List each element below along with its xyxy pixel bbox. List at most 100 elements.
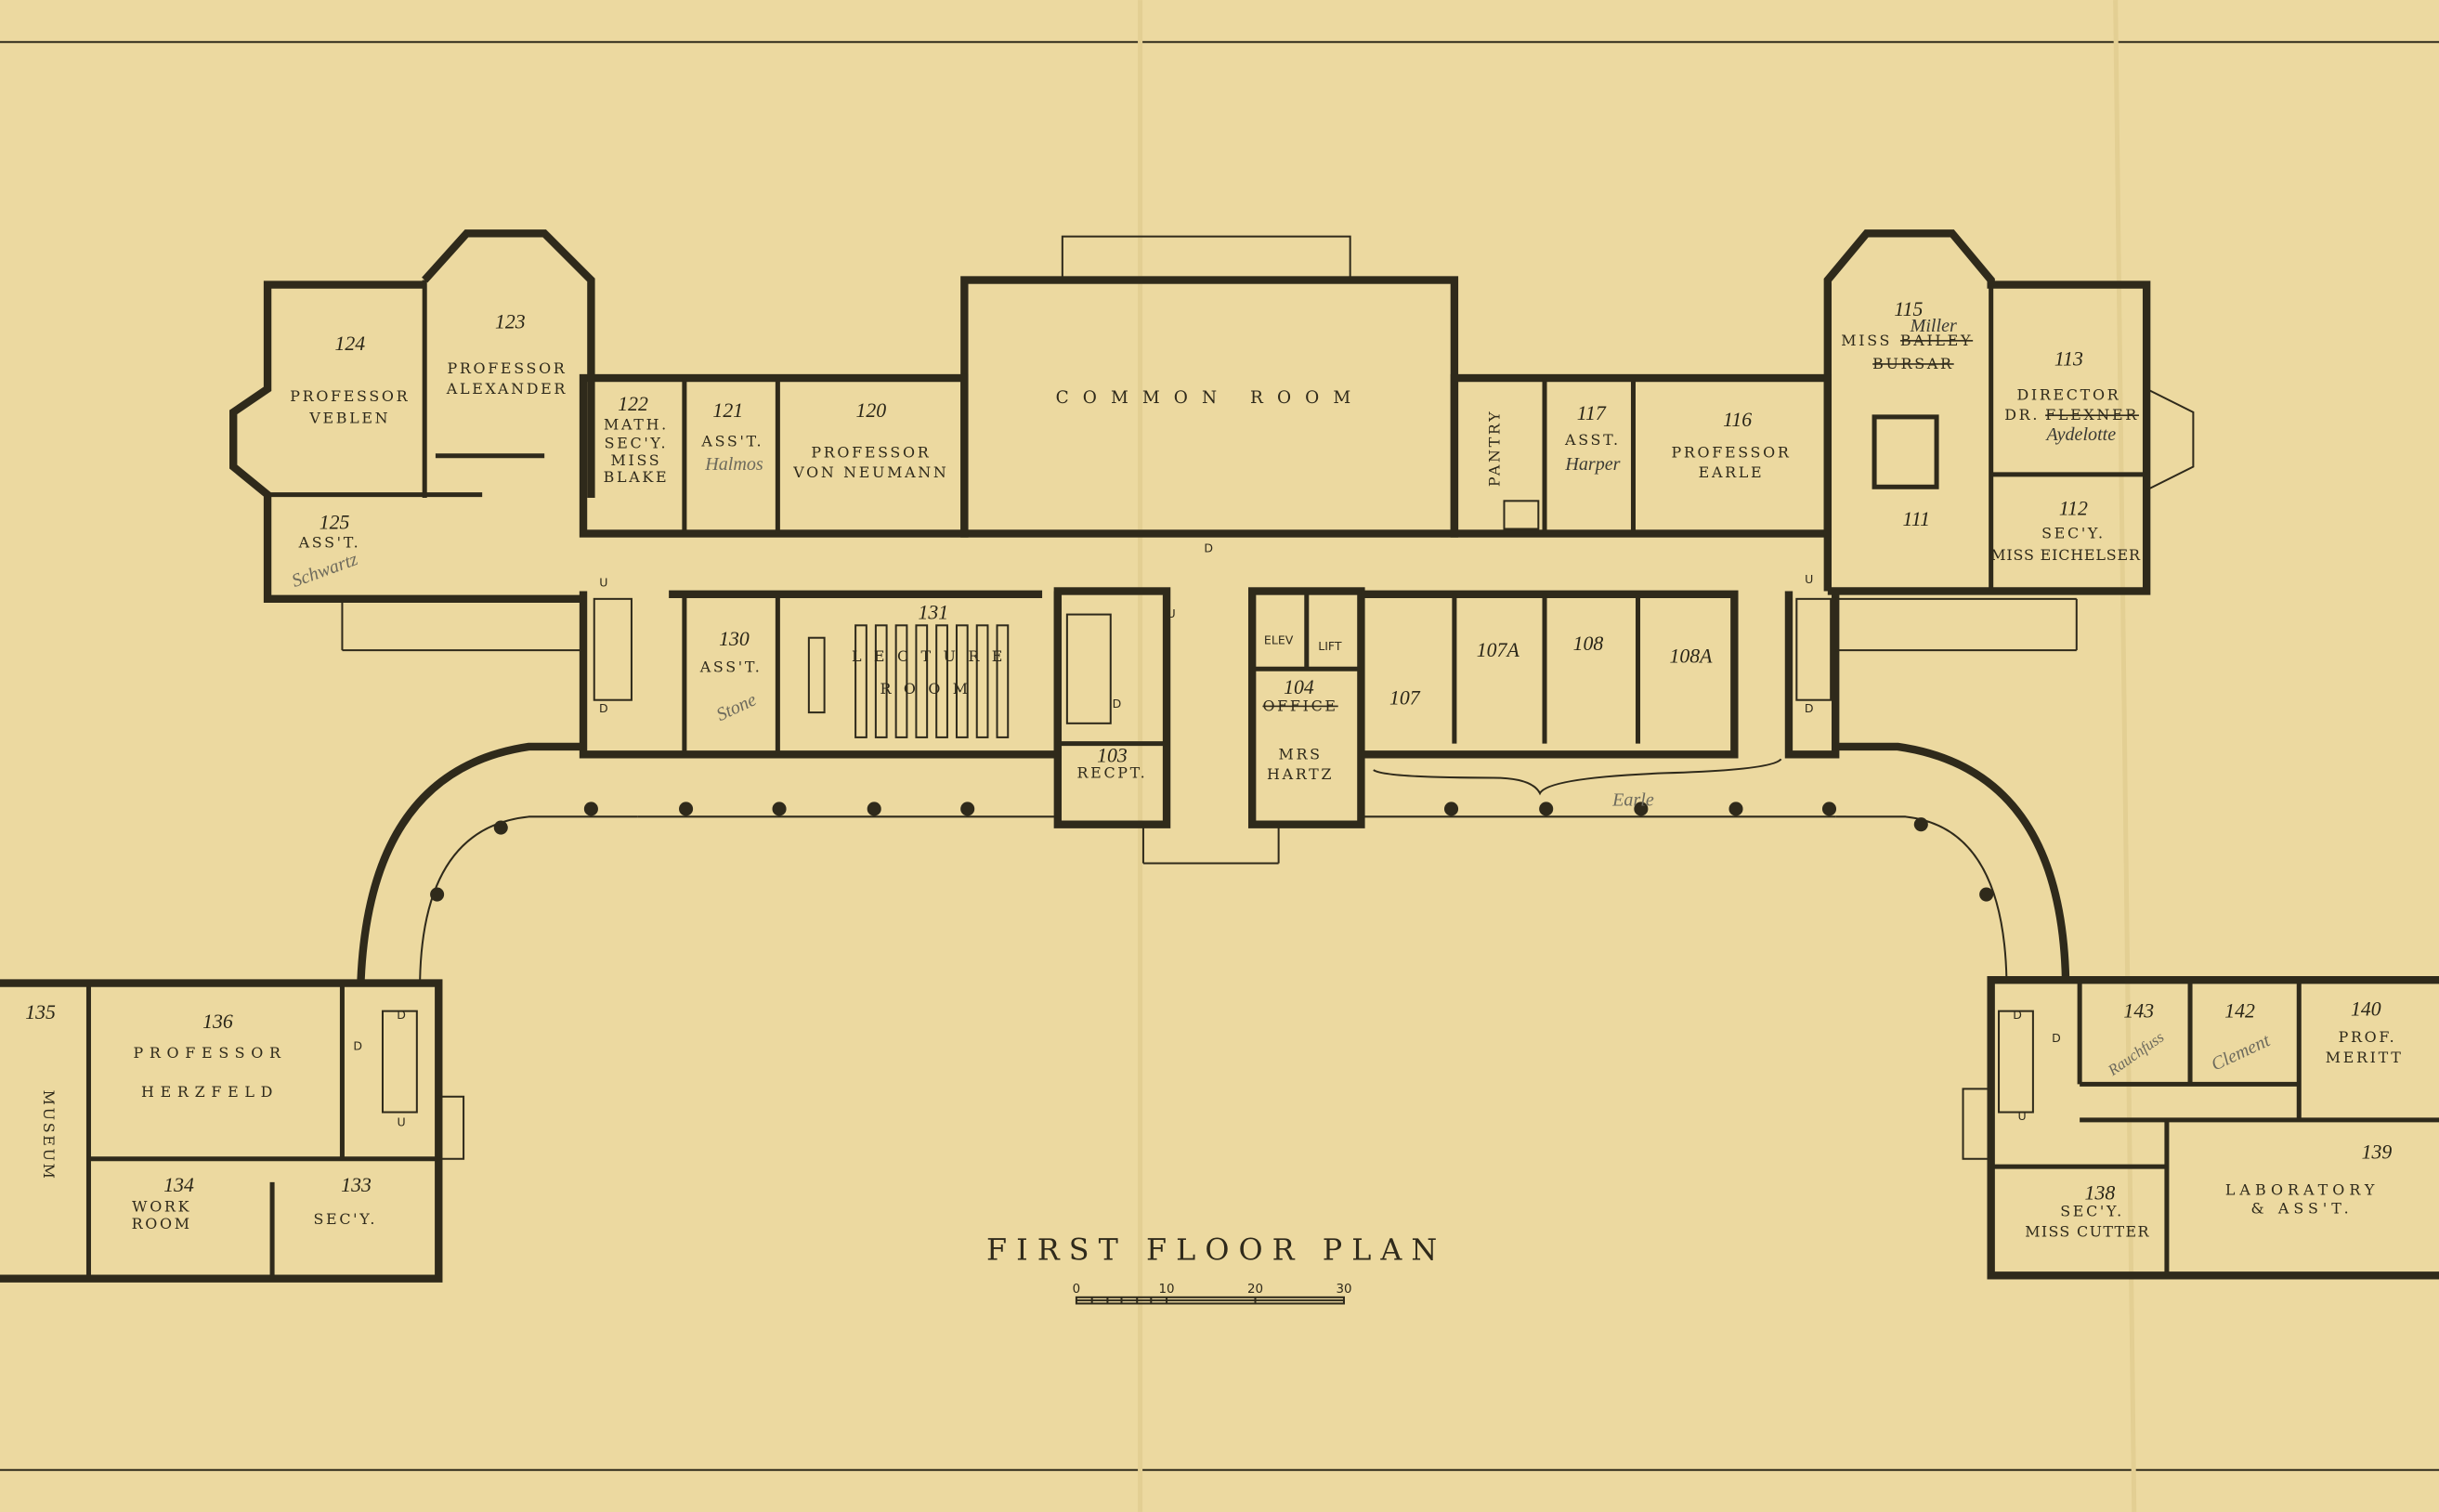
svg-text:SEC'Y.: SEC'Y. bbox=[2041, 525, 2106, 542]
room-136: 136 PROFESSOR HERZFELD bbox=[133, 1010, 286, 1101]
svg-text:MISS EICHELSER: MISS EICHELSER bbox=[1990, 546, 2141, 564]
svg-text:PROFESSOR: PROFESSOR bbox=[133, 1044, 286, 1062]
svg-text:HARTZ: HARTZ bbox=[1267, 765, 1334, 783]
walls bbox=[0, 229, 2439, 1283]
svg-text:MISS: MISS bbox=[1841, 332, 1892, 349]
svg-text:124: 124 bbox=[334, 332, 365, 355]
svg-text:131: 131 bbox=[919, 602, 949, 624]
room-121: 121 ASS'T. Halmos bbox=[700, 399, 763, 475]
svg-text:SEC'Y.: SEC'Y. bbox=[2060, 1203, 2124, 1220]
svg-text:139: 139 bbox=[2362, 1141, 2393, 1164]
scale-bar: 0 10 20 30 bbox=[1073, 1283, 1351, 1305]
svg-text:MRS: MRS bbox=[1278, 745, 1322, 763]
svg-text:130: 130 bbox=[719, 628, 750, 650]
svg-text:138: 138 bbox=[2085, 1181, 2116, 1204]
room-133: 133 SEC'Y. bbox=[313, 1174, 377, 1228]
scale-tick-label: 0 bbox=[1073, 1283, 1081, 1297]
room-120: 120 PROFESSOR VON NEUMANN bbox=[792, 399, 948, 481]
room-135: 135 bbox=[25, 1001, 56, 1023]
struck-text: BURSAR bbox=[1872, 355, 1954, 372]
scale-tick-label: 20 bbox=[1247, 1283, 1263, 1297]
stair-up-marker: U bbox=[599, 575, 607, 589]
svg-text:117: 117 bbox=[1577, 402, 1607, 424]
svg-text:VON NEUMANN: VON NEUMANN bbox=[792, 463, 948, 481]
svg-text:125: 125 bbox=[320, 511, 350, 533]
room-label: ROOM bbox=[880, 680, 981, 697]
stair-up-marker: U bbox=[1167, 606, 1175, 620]
svg-text:DIRECTOR: DIRECTOR bbox=[2016, 385, 2120, 403]
lecture-seating bbox=[807, 624, 1010, 738]
lift-label: LIFT bbox=[1318, 639, 1342, 653]
pencil-brace bbox=[1373, 758, 1782, 796]
svg-text:135: 135 bbox=[25, 1001, 56, 1023]
stair-up-marker: U bbox=[397, 1115, 405, 1129]
room-112: 112 SEC'Y. MISS EICHELSER bbox=[1990, 497, 2141, 564]
stair-down-marker: D bbox=[1113, 697, 1122, 710]
svg-text:& ASS'T.: & ASS'T. bbox=[2251, 1199, 2354, 1217]
svg-text:107A: 107A bbox=[1477, 639, 1520, 661]
stair-down-marker: D bbox=[1204, 541, 1213, 555]
room-123: 123 PROFESSOR ALEXANDER bbox=[446, 310, 567, 397]
svg-text:113: 113 bbox=[2054, 348, 2083, 371]
handwritten-earle-annotation: Earle bbox=[1611, 790, 1654, 811]
scale-tick-label: 10 bbox=[1159, 1283, 1175, 1297]
left-arcade-outer bbox=[357, 742, 584, 981]
handwritten-name: Miller bbox=[1910, 316, 1957, 336]
svg-text:108: 108 bbox=[1573, 632, 1604, 655]
room-113: 113 DIRECTOR DR. FLEXNER Aydelotte bbox=[2004, 348, 2139, 445]
svg-text:122: 122 bbox=[618, 393, 648, 415]
svg-text:EARLE: EARLE bbox=[1699, 463, 1765, 481]
room-122: 122 MATH. SEC'Y. MISS BLAKE bbox=[604, 393, 669, 486]
svg-text:DR.: DR. bbox=[2004, 406, 2040, 424]
svg-text:ASST.: ASST. bbox=[1564, 431, 1621, 449]
arcade-columns bbox=[430, 802, 1994, 902]
room-134: 134 WORK ROOM bbox=[132, 1174, 194, 1232]
svg-text:PROFESSOR: PROFESSOR bbox=[1671, 443, 1791, 461]
struck-text: OFFICE bbox=[1262, 697, 1337, 714]
room-107a: 107A bbox=[1477, 639, 1520, 661]
svg-text:143: 143 bbox=[2123, 999, 2154, 1022]
room-117: 117 ASST. Harper bbox=[1564, 402, 1621, 475]
svg-text:MISS CUTTER: MISS CUTTER bbox=[2025, 1222, 2150, 1240]
room-138: 138 SEC'Y. MISS CUTTER bbox=[2025, 1181, 2150, 1240]
room-107: 107 bbox=[1389, 687, 1421, 710]
right-arcade-outer bbox=[1835, 742, 2070, 981]
stair-up-marker: U bbox=[1805, 572, 1813, 586]
room-124: 124 PROFESSOR VEBLEN bbox=[290, 332, 410, 427]
svg-text:ASS'T.: ASS'T. bbox=[298, 534, 361, 552]
svg-text:PROFESSOR: PROFESSOR bbox=[290, 387, 410, 405]
room-111: 111 bbox=[1903, 508, 1930, 530]
room-115: 115 Miller MISS BAILEY BURSAR bbox=[1841, 298, 1970, 372]
svg-text:PROFESSOR: PROFESSOR bbox=[811, 443, 931, 461]
svg-text:ASS'T.: ASS'T. bbox=[699, 658, 763, 676]
left-arcade-inner bbox=[419, 815, 638, 981]
lecture-label: LECTURE bbox=[852, 647, 1015, 665]
elev-label: ELEV bbox=[1264, 632, 1294, 646]
svg-text:134: 134 bbox=[163, 1174, 194, 1196]
room-131: 131 bbox=[919, 602, 949, 624]
svg-text:RECPT.: RECPT. bbox=[1077, 763, 1148, 781]
stair-down-marker: D bbox=[397, 1008, 406, 1022]
svg-text:103: 103 bbox=[1097, 745, 1128, 767]
svg-text:111: 111 bbox=[1903, 508, 1930, 530]
svg-text:123: 123 bbox=[495, 310, 526, 332]
svg-text:107: 107 bbox=[1389, 687, 1421, 710]
svg-text:MATH.: MATH. bbox=[604, 415, 669, 433]
svg-text:116: 116 bbox=[1723, 409, 1752, 431]
stairs bbox=[381, 500, 2034, 1114]
common-room-label: COMMON ROOM bbox=[1056, 388, 1365, 408]
svg-text:MERITT: MERITT bbox=[2326, 1049, 2404, 1066]
portico bbox=[1061, 235, 1351, 280]
handwritten-name: Aydelotte bbox=[2044, 424, 2116, 445]
svg-text:142: 142 bbox=[2224, 999, 2255, 1022]
svg-text:112: 112 bbox=[2059, 497, 2088, 519]
scale-tick-label: 30 bbox=[1336, 1283, 1351, 1297]
room-123-bay bbox=[422, 229, 595, 498]
handwritten-name: Halmos bbox=[704, 454, 763, 475]
svg-text:104: 104 bbox=[1284, 676, 1314, 698]
svg-text:PROFESSOR: PROFESSOR bbox=[447, 359, 567, 377]
room-139: 139 LABORATORY & ASS'T. bbox=[2225, 1141, 2393, 1218]
struck-text: FLEXNER bbox=[2045, 406, 2139, 424]
svg-text:SEC'Y.: SEC'Y. bbox=[313, 1210, 377, 1228]
stair-down-marker: D bbox=[2013, 1008, 2022, 1022]
